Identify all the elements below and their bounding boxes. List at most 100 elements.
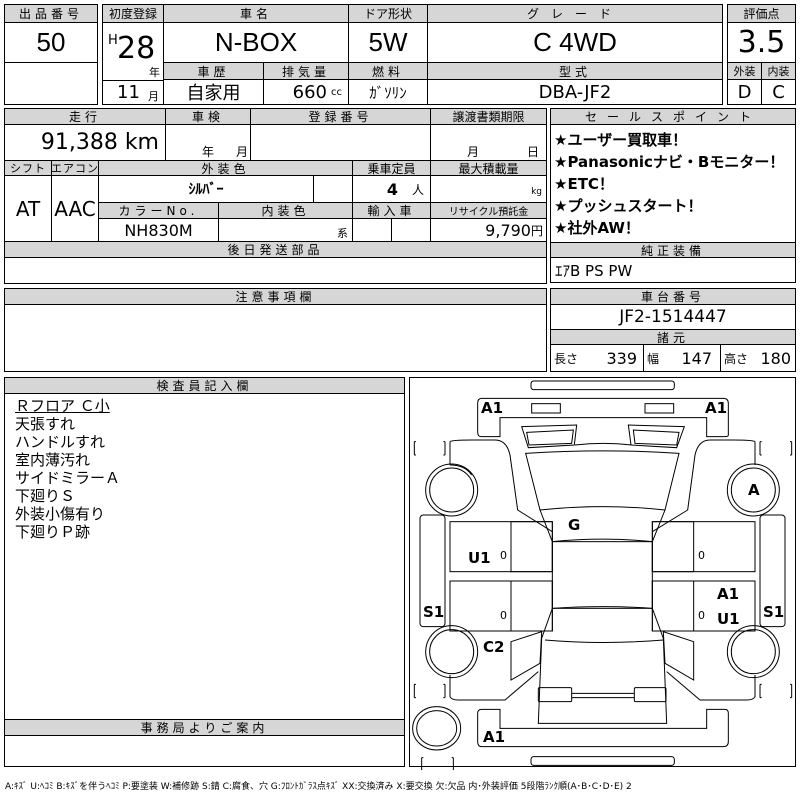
sales-point: ★Panasonicナビ・Bモニター！ [554, 152, 785, 171]
sales-box: セールスポイント ★ユーザー買取車！ ★Panasonicナビ・Bモニター！ ★… [550, 108, 796, 283]
chassis-label: 車台番号 [551, 289, 795, 305]
height-value: 180 [760, 348, 791, 368]
interior-color-unit: 系 [337, 227, 348, 240]
equipment: ｴｱB PS PW [555, 261, 633, 280]
inspector-note: 天張すれ [15, 415, 76, 433]
damage-mark: A1 [481, 399, 504, 417]
car-name: N-BOX [164, 23, 349, 63]
lot-label: 出品番号 [5, 5, 97, 23]
width-value: 147 [681, 348, 712, 368]
shift: AT [5, 176, 52, 242]
spec-label: 諸元 [551, 330, 795, 345]
car-name-label: 車名 [164, 5, 349, 23]
ac: AAC [52, 176, 99, 242]
chassis-number: JF2-1514447 [551, 305, 795, 330]
ac-label: エアコン [52, 161, 99, 176]
load-unit: kg [531, 187, 542, 197]
equipment-label: 純正装備 [551, 242, 795, 258]
damage-mark: A1 [705, 399, 728, 417]
mileage-label: 走行 [5, 109, 166, 125]
damage-mark: A1 [717, 585, 740, 603]
import-label: 輸入車 [353, 203, 431, 219]
transfer-day-unit: 日 [527, 145, 540, 159]
capacity-unit: 人 [411, 182, 424, 197]
score-label: 評価点 [728, 5, 795, 23]
recycle-value: 9,790 [485, 220, 531, 240]
length-value: 339 [606, 348, 637, 368]
inspector-note: 下廻りＰ跡 [15, 523, 91, 541]
recycle-unit: 円 [530, 223, 543, 238]
inspector-label: 検査員記入欄 [5, 378, 404, 394]
zero-mark: 0 [698, 609, 705, 622]
score-value: 3.5 [728, 23, 795, 63]
diagram-labels: A1 A1 A G U1 S1 C2 A1 U1 S1 A1 0 0 0 0 [405, 375, 800, 770]
displacement-label: 排気量 [264, 63, 349, 80]
damage-mark: U1 [468, 549, 491, 567]
notes-box: 注意事項欄 [4, 288, 547, 372]
model-label: 型式 [428, 63, 722, 80]
color-no: NH830M [99, 219, 219, 242]
details-box: 走行 車検 登録番号 譲渡書類期限 91,388 km 年月 月日 シフト エア… [4, 108, 547, 284]
inspection-month-unit: 月 [236, 145, 249, 159]
door-label: ドア形状 [349, 5, 428, 23]
interior-color-label: 内装色 [219, 203, 353, 219]
inspector-note: ハンドルすれ [15, 433, 106, 451]
legend: A:ｷｽﾞ U:ﾍｺﾐ B:ｷｽﾞを伴うﾍｺﾐ P:要塗装 W:補修跡 S:錆 … [5, 782, 632, 792]
inspector-note: サイドミラーＡ [15, 469, 121, 487]
damage-mark: S1 [423, 603, 445, 621]
sales-point: ★ユーザー買取車！ [554, 130, 688, 149]
month-unit: 月 [148, 90, 159, 103]
model-code: DBA-JF2 [538, 81, 612, 103]
import-check-2 [392, 219, 431, 242]
inspector-box: 検査員記入欄 Ｒフロア Ｃ小 天張すれ ハンドルすれ 室内薄汚れ サイドミラーＡ… [4, 377, 405, 767]
load-label: 最大積載量 [431, 161, 546, 176]
office-label: 事務局よりご案内 [5, 719, 404, 736]
damage-mark: A1 [483, 728, 506, 746]
score-box: 評価点 3.5 外装 内装 D C [727, 4, 796, 105]
car-diagram [412, 380, 793, 770]
vehicle-box: 初度登録 車名 ドア形状 グレード H 28 年 11 月 N-BOX 5W C… [102, 4, 723, 105]
sales-point: ★ETC！ [554, 174, 614, 193]
first-reg-month: 11 [117, 82, 140, 103]
interior-grade: C [772, 81, 785, 103]
sales-point: ★プッシュスタート！ [554, 196, 703, 215]
displacement-value: 660 [292, 81, 327, 103]
inspection-year-unit: 年 [202, 145, 215, 159]
height: 高さ 180 [721, 345, 795, 371]
door-type: 5W [349, 23, 428, 63]
inspector-note: 室内薄汚れ [15, 451, 91, 469]
history: 自家用 [164, 80, 264, 104]
fuel: ｶﾞｿﾘﾝ [349, 80, 428, 104]
grade: C 4WD [428, 23, 722, 63]
length-label: 長さ [554, 351, 579, 366]
lot-number: 50 [5, 23, 97, 63]
grade-label: グレード [428, 5, 722, 23]
parts-label: 後日発送部品 [5, 242, 546, 258]
sales-point: ★社外AW！ [554, 218, 640, 237]
length: 長さ 339 [551, 345, 644, 371]
reg-no-label: 登録番号 [251, 109, 431, 125]
sales-label: セールスポイント [551, 109, 795, 125]
era: H [108, 33, 118, 48]
interior-label: 内装 [762, 63, 795, 80]
damage-mark: C2 [483, 638, 505, 656]
chassis-box: 車台番号 JF2-1514447 諸元 長さ 339 幅 147 高さ 180 [550, 288, 796, 372]
inspector-note: Ｒフロア Ｃ小 [15, 397, 110, 415]
recycle-label: リサイクル預託金 [431, 203, 546, 219]
notes-label: 注意事項欄 [5, 289, 546, 305]
width-label: 幅 [647, 351, 660, 366]
first-reg-label: 初度登録 [103, 5, 164, 23]
damage-mark: S1 [763, 603, 785, 621]
transfer-month-unit: 月 [467, 145, 480, 159]
import-check-1 [353, 219, 392, 242]
history-label: 車歴 [164, 63, 264, 80]
transfer-label: 譲渡書類期限 [431, 109, 546, 125]
exterior-label: 外装 [728, 63, 762, 80]
mileage: 91,388 km [5, 125, 166, 161]
height-label: 高さ [724, 351, 749, 366]
inspection-label: 車検 [166, 109, 251, 125]
width: 幅 147 [644, 345, 721, 371]
zero-mark: 0 [500, 549, 507, 562]
